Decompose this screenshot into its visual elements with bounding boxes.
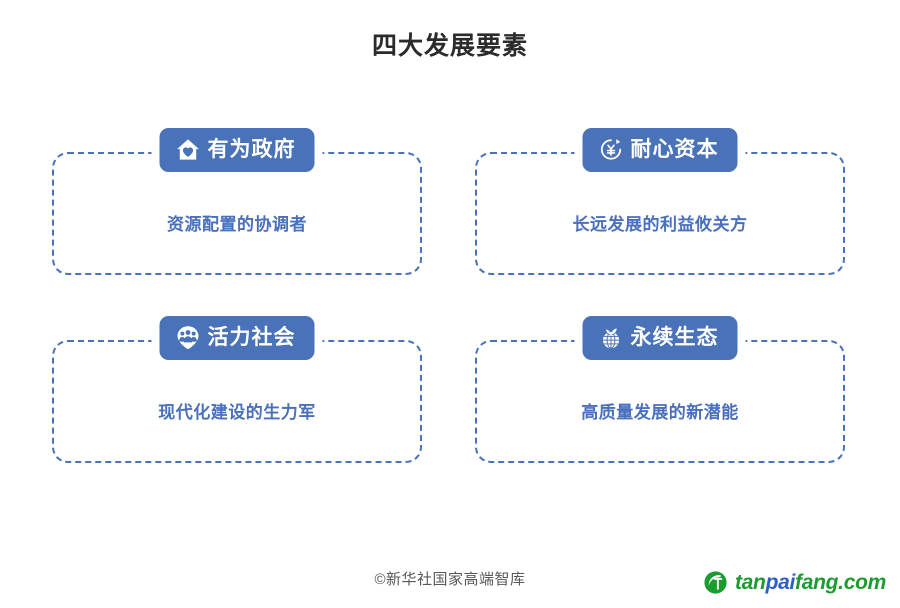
watermark-text-part1: tan: [734, 571, 766, 594]
yuan-circular-arrow-icon: [599, 137, 624, 162]
watermark-text-part2: pai: [765, 571, 796, 594]
people-group-icon: [176, 325, 201, 350]
leaf-circle-logo: [703, 570, 728, 595]
badge-society[interactable]: 活力社会: [159, 316, 315, 360]
factor-description: 高质量发展的新潜能: [581, 403, 739, 422]
factor-description: 现代化建设的生力军: [158, 403, 316, 422]
factor-card-capital[interactable]: 耐心资本 长远发展的利益攸关方: [475, 128, 845, 275]
badge-capital[interactable]: 耐心资本: [582, 128, 738, 172]
house-heart-icon: [176, 137, 201, 162]
factors-grid: 有为政府 资源配置的协调者 耐心资本 长: [52, 128, 845, 463]
badge-wrapper-ecology: 永续生态: [574, 316, 746, 360]
factor-card-ecology[interactable]: 永续生态 高质量发展的新潜能: [475, 316, 845, 463]
page-title: 四大发展要素: [371, 32, 528, 60]
badge-government[interactable]: 有为政府: [159, 128, 315, 172]
badge-label: 耐心资本: [630, 138, 719, 161]
badge-label: 永续生态: [630, 326, 719, 349]
watermark[interactable]: tanpaifang.com: [703, 570, 886, 595]
watermark-text-part3: fang.com: [795, 571, 886, 594]
factor-card-government[interactable]: 有为政府 资源配置的协调者: [52, 128, 422, 275]
badge-label: 活力社会: [207, 326, 296, 349]
badge-label: 有为政府: [207, 138, 296, 161]
factor-description: 资源配置的协调者: [167, 215, 307, 234]
badge-wrapper-society: 活力社会: [151, 316, 323, 360]
badge-wrapper-capital: 耐心资本: [574, 128, 746, 172]
badge-wrapper-government: 有为政府: [151, 128, 323, 172]
watermark-text: tanpaifang.com: [735, 572, 886, 593]
source-credit: ©新华社国家高端智库: [374, 571, 526, 588]
factor-card-society[interactable]: 活力社会 现代化建设的生力军: [52, 316, 422, 463]
badge-ecology[interactable]: 永续生态: [582, 316, 738, 360]
factor-description: 长远发展的利益攸关方: [572, 215, 748, 234]
globe-leaf-icon: [599, 325, 624, 350]
